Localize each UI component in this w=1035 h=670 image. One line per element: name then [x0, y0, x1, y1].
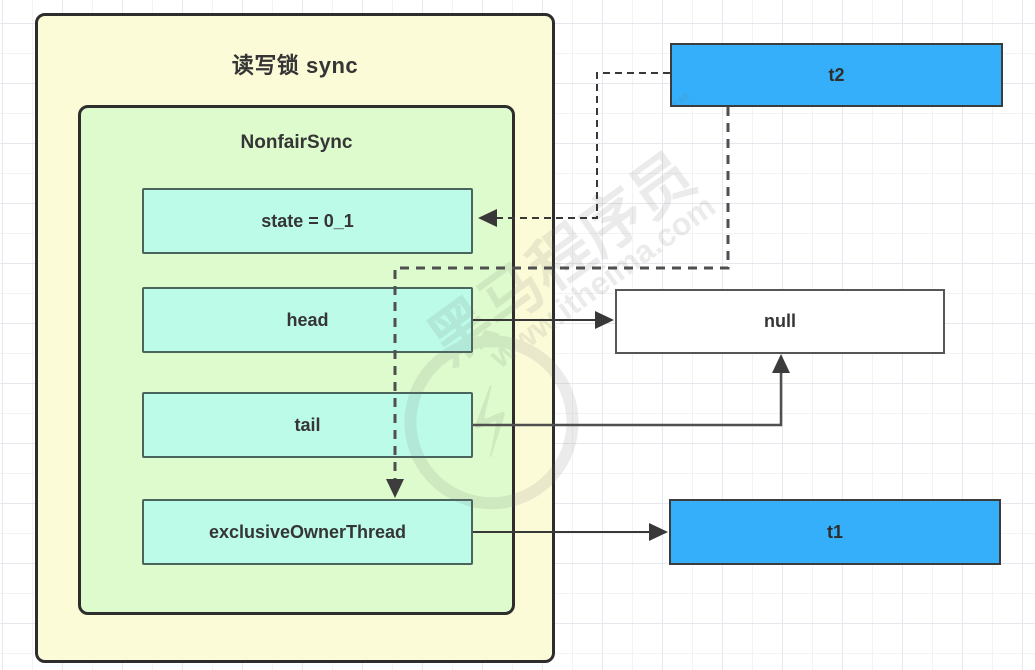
field-state-label: state = 0_1 [261, 210, 354, 231]
node-null-label: null [764, 311, 796, 331]
arrowhead-right-icon [595, 311, 614, 329]
field-state: state = 0_1 [142, 188, 473, 254]
field-head-label: head [286, 309, 329, 330]
edge-tail-to-null [473, 354, 790, 427]
field-tail-label: tail [294, 414, 321, 435]
node-t1-label: t1 [826, 521, 843, 542]
node-thread-t2: t2 [670, 43, 1003, 107]
field-head: head [142, 287, 473, 353]
inner-container-title: NonfairSync [240, 132, 353, 153]
node-thread-t1: t1 [669, 499, 1001, 565]
edge-head-to-null [473, 311, 614, 329]
arrowhead-down-icon [386, 479, 404, 498]
outer-container-title: 读写锁 sync [231, 53, 359, 78]
edge-t2-to-exclusive-owner-thread [386, 107, 730, 498]
node-t2-label: t2 [828, 64, 845, 85]
field-exclusive-owner-thread-label: exclusiveOwnerThread [208, 521, 407, 542]
arrowhead-up-icon [772, 354, 790, 373]
edge-exclusive-owner-thread-to-t1 [473, 523, 668, 541]
node-null: null [615, 289, 945, 354]
field-tail: tail [142, 392, 473, 458]
arrowhead-left-icon [478, 209, 497, 227]
edge-t2-to-state [478, 72, 670, 227]
field-exclusive-owner-thread: exclusiveOwnerThread [142, 499, 473, 565]
arrowhead-right-icon [649, 523, 668, 541]
